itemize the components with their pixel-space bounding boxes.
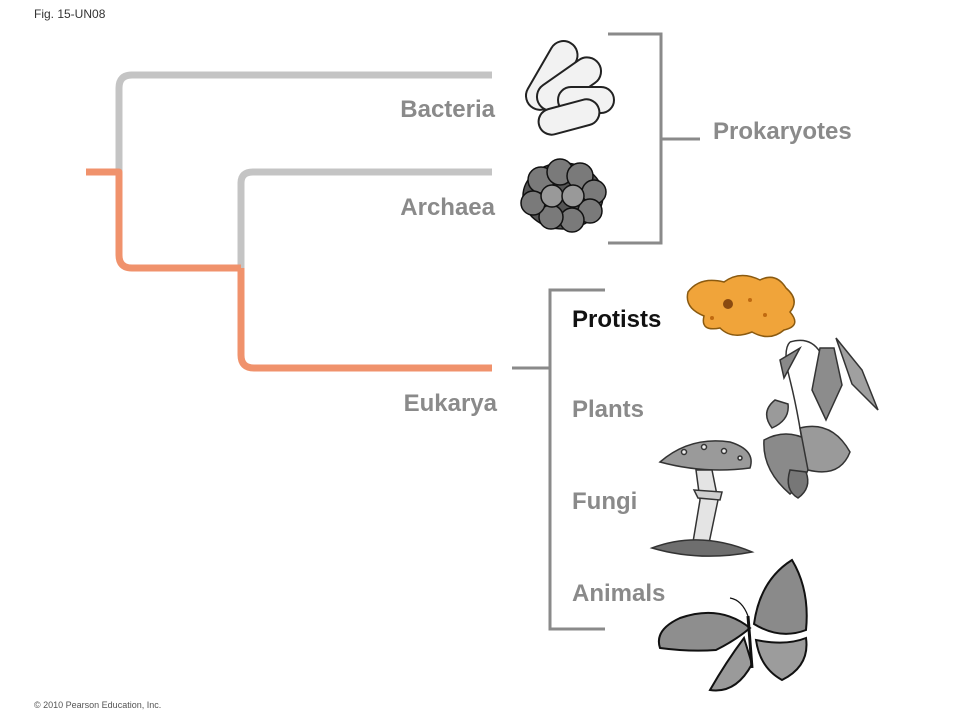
branch-root	[86, 168, 241, 272]
figure-label: Fig. 15-UN08	[34, 7, 106, 21]
label-animals: Animals	[572, 580, 666, 607]
label-fungi: Fungi	[572, 488, 638, 515]
label-archaea: Archaea	[400, 194, 495, 221]
butterfly-icon	[658, 558, 808, 692]
branch-bacteria	[115, 71, 492, 172]
prokaryote-bracket	[608, 32, 663, 245]
bacteria-icon	[525, 40, 615, 136]
copyright-notice: © 2010 Pearson Education, Inc.	[34, 700, 162, 710]
mushroom-icon	[649, 440, 755, 557]
label-protists: Protists	[572, 306, 662, 333]
branch-eukarya	[237, 268, 492, 372]
tree-branches	[86, 71, 492, 372]
branch-archaea	[237, 168, 492, 268]
plant-icon	[763, 337, 879, 499]
eukarya-bracket	[548, 288, 605, 631]
protist-icon	[686, 274, 796, 338]
archaea-icon	[520, 158, 607, 233]
label-bacteria: Bacteria	[400, 96, 495, 123]
label-eukarya: Eukarya	[403, 390, 497, 417]
label-plants: Plants	[572, 396, 645, 423]
label-prokaryotes: Prokaryotes	[713, 118, 852, 145]
brackets	[512, 32, 700, 631]
